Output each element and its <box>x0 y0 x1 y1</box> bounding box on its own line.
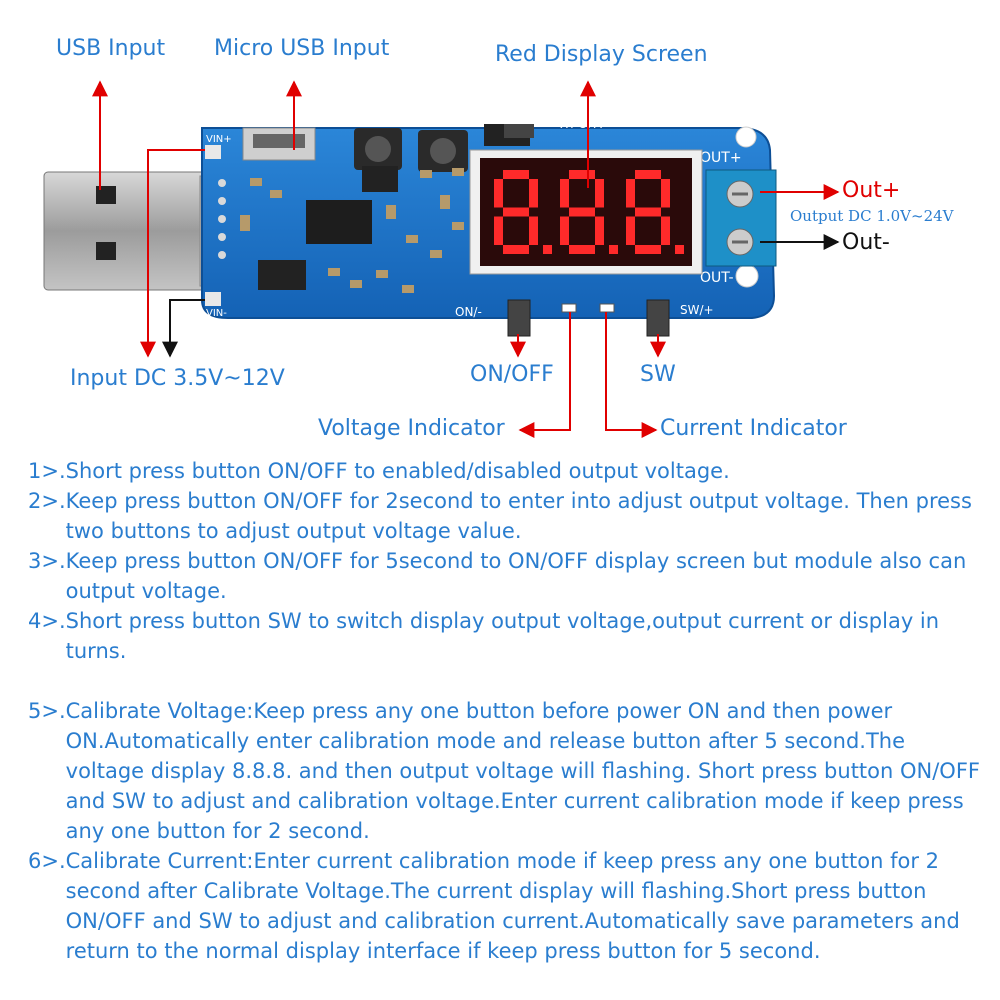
display-segment <box>635 207 661 217</box>
display-segment <box>595 179 604 208</box>
voltage-indicator-label: Voltage Indicator <box>318 416 505 441</box>
instruction-text: Short press button SW to switch display … <box>65 609 940 663</box>
instruction-item: 1>.Short press button ON/OFF to enabled/… <box>28 456 988 486</box>
on-minus-silkscreen: ON/- <box>455 305 482 319</box>
micro-usb-input-label: Micro USB Input <box>214 36 390 61</box>
sw-button <box>646 299 670 337</box>
input-dc-label: Input DC 3.5V~12V <box>70 366 285 391</box>
current-indicator-label: Current Indicator <box>660 416 847 441</box>
sw-plus-silkscreen: SW/+ <box>680 303 714 317</box>
instruction-text: Calibrate Current:Enter current calibrat… <box>65 849 960 963</box>
ic-chip <box>306 200 372 244</box>
instruction-item: 4>.Short press button SW to switch displ… <box>28 606 988 666</box>
usb-pin-hole-icon <box>96 186 116 204</box>
instruction-number: 4>. <box>28 609 66 633</box>
display-dot <box>543 245 552 254</box>
on-off-label: ON/OFF <box>470 362 554 387</box>
instruction-text: Short press button ON/OFF to enabled/dis… <box>65 459 730 483</box>
sw-label: SW <box>640 362 676 387</box>
display-segment <box>503 245 529 254</box>
display-dot <box>609 245 618 254</box>
display-segment <box>661 179 670 208</box>
voltage-led <box>561 303 577 313</box>
instruction-text: Calibrate Voltage:Keep press any one but… <box>65 699 980 843</box>
out-minus-label: Out- <box>842 230 890 255</box>
board-illustration: VIN+ VIN- <box>43 80 840 438</box>
usb-pin-hole-icon <box>96 242 116 260</box>
display-segment <box>626 179 635 208</box>
instruction-number: 5>. <box>28 699 66 723</box>
instruction-text: Keep press button ON/OFF for 5second to … <box>65 549 967 603</box>
current-led <box>599 303 615 313</box>
output-dc-label: Output DC 1.0V~24V <box>790 207 954 225</box>
display-segment <box>569 170 595 179</box>
display-segment <box>661 216 670 245</box>
display-segment <box>560 179 569 208</box>
display-segment <box>569 245 595 254</box>
out-minus-silkscreen: OUT- <box>700 270 734 286</box>
instruction-number: 6>. <box>28 849 66 873</box>
usb-a-connector <box>43 171 227 291</box>
instruction-text: Keep press button ON/OFF for 2second to … <box>65 489 972 543</box>
red-display-label: Red Display Screen <box>495 42 708 67</box>
display-dot <box>675 245 684 254</box>
model-silkscreen: XY-UPA <box>560 117 603 131</box>
display-segment <box>494 179 503 208</box>
display-segment <box>595 216 604 245</box>
display-segment <box>569 207 595 217</box>
vin-minus-silkscreen: VIN- <box>206 308 227 319</box>
instruction-item: 3>.Keep press button ON/OFF for 5second … <box>28 546 988 606</box>
regulator-chip <box>258 260 306 290</box>
display-segment <box>494 216 503 245</box>
instruction-number: 2>. <box>28 489 66 513</box>
display-segment <box>635 170 661 179</box>
display-segment <box>626 216 635 245</box>
usb-input-label: USB Input <box>56 36 166 61</box>
instruction-number: 1>. <box>28 459 66 483</box>
on-off-button <box>507 299 531 337</box>
screw-terminal-block <box>705 169 777 267</box>
display-segment <box>503 170 529 179</box>
instruction-item: 5>.Calibrate Voltage:Keep press any one … <box>28 696 988 846</box>
vin-plus-silkscreen: VIN+ <box>206 134 232 145</box>
display-segment <box>529 179 538 208</box>
instructions-list: 1>.Short press button ON/OFF to enabled/… <box>28 456 988 966</box>
display-segment <box>503 207 529 217</box>
instruction-item: 6>.Calibrate Current:Enter current calib… <box>28 846 988 966</box>
out-plus-silkscreen: OUT+ <box>700 150 742 166</box>
display-segment <box>529 216 538 245</box>
out-plus-label: Out+ <box>842 178 901 203</box>
callout-arrows <box>92 80 840 438</box>
spacer <box>28 666 988 696</box>
display-segment <box>635 245 661 254</box>
instruction-number: 3>. <box>28 549 66 573</box>
instruction-item: 2>.Keep press button ON/OFF for 2second … <box>28 486 988 546</box>
seven-segment-display <box>469 149 703 275</box>
display-segment <box>560 216 569 245</box>
